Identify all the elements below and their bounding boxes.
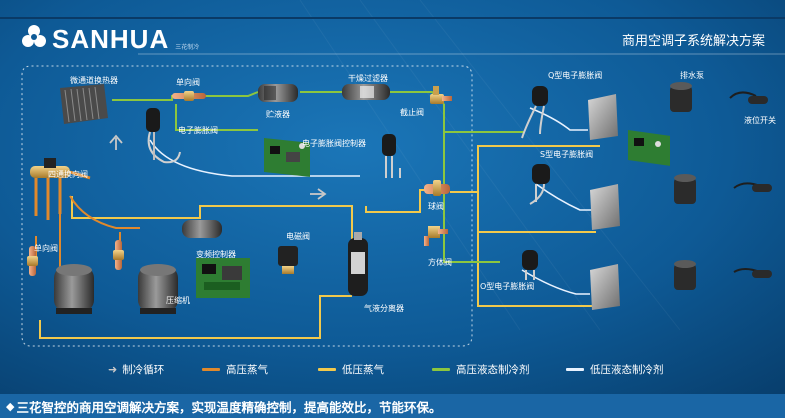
indoor-unit-1-icon — [588, 94, 618, 140]
check-valve-left-icon — [27, 246, 38, 276]
check-valve-top-icon — [172, 91, 206, 101]
footer-text: 三花智控的商用空调解决方案，实现温度精确控制，提高能效比，节能环保。 — [16, 399, 442, 415]
outdoor-unit-boundary — [21, 65, 473, 347]
logo-subtitle: 三花制冷 — [175, 44, 200, 51]
low-pressure-liquid-lines — [149, 107, 592, 295]
level-switch-icons — [748, 96, 772, 278]
electronic-expansion-valve-icon — [146, 108, 181, 164]
oil-separator-icon — [182, 220, 222, 238]
legend-item-low-pressure-liquid: 低压液态制冷剂 — [566, 362, 664, 377]
label-compressor: 压缩机 — [166, 296, 190, 305]
drain-pump-1-icon — [670, 82, 692, 112]
legend-label: 高压蒸气 — [226, 364, 268, 376]
eev-controller-board-icon — [264, 138, 310, 177]
eev-middle-icon — [382, 134, 401, 178]
logo: SANHUA 三花制冷 — [22, 24, 199, 55]
logo-text: SANHUA — [52, 24, 170, 54]
label-filter-drier: 干燥过滤器 — [348, 74, 388, 83]
legend-item-high-pressure-vapor: 高压蒸气 — [202, 362, 268, 377]
label-check-valve-left: 单向阀 — [34, 244, 58, 253]
drain-pump-3-icon — [674, 260, 696, 290]
label-ball-valve: 球阀 — [428, 202, 444, 211]
s-type-eev-icon — [529, 164, 550, 205]
legend-swatch — [566, 368, 584, 371]
label-inverter-controller: 变频控制器 — [196, 250, 236, 259]
stop-valve-icon — [430, 86, 452, 104]
legend-item-low-pressure-vapor: 低压蒸气 — [318, 362, 384, 377]
four-way-valve-icon — [30, 158, 91, 220]
solenoid-valve-icon — [266, 246, 308, 274]
indoor-unit-2-icon — [590, 184, 620, 230]
o-type-eev-icon — [522, 250, 538, 280]
indoor-unit-3-icon — [590, 264, 620, 310]
label-solenoid-valve: 电磁阀 — [286, 232, 310, 241]
legend-item-high-pressure-liquid: 高压液态制冷剂 — [432, 362, 530, 377]
micro-channel-heat-exchanger-icon — [60, 84, 108, 124]
filter-drier-icon — [342, 84, 390, 100]
label-check-valve-top: 单向阀 — [176, 78, 200, 87]
label-o-eev: O型电子膨胀阀 — [480, 282, 535, 291]
square-valve-icon — [424, 226, 448, 246]
label-s-eev: S型电子膨胀阀 — [540, 150, 594, 159]
label-q-eev: Q型电子膨胀阀 — [548, 71, 603, 80]
label-receiver: 贮液器 — [266, 110, 290, 119]
legend: ➜ 制冷循环 高压蒸气 低压蒸气 高压液态制冷剂 低压液态制冷剂 — [0, 362, 785, 382]
legend-label: 低压蒸气 — [342, 364, 384, 376]
arrow-right-icon: ➜ — [108, 363, 118, 376]
compressor-right-icon — [138, 264, 178, 314]
ball-valve-icon — [424, 180, 450, 196]
legend-swatch — [318, 368, 336, 371]
legend-label: 高压液态制冷剂 — [456, 364, 530, 376]
label-square-valve: 方体阀 — [428, 258, 452, 267]
label-micro-channel-hx: 微通道换热器 — [70, 76, 118, 85]
label-accumulator: 气液分离器 — [364, 304, 404, 313]
label-stop-valve: 截止阀 — [400, 108, 424, 117]
q-type-eev-icon — [521, 86, 548, 139]
low-pressure-vapor-lines — [39, 145, 600, 339]
label-drain-pump: 排水泵 — [680, 71, 704, 80]
check-valve-mid-icon — [113, 240, 124, 270]
footer-caption: ◆ 三花智控的商用空调解决方案，实现温度精确控制，提高能效比，节能环保。 — [0, 394, 785, 418]
inverter-controller-board-icon — [196, 258, 250, 298]
sanhua-emblem-icon — [22, 25, 46, 47]
label-eev-controller: 电子膨胀阀控制器 — [302, 139, 366, 148]
gas-liquid-separator-icon — [348, 232, 368, 296]
background-streaks — [299, 0, 681, 331]
label-level-switch: 液位开关 — [744, 116, 776, 125]
indoor-controller-board-icon — [628, 130, 670, 166]
label-four-way-valve: 四通换向阀 — [48, 170, 88, 179]
receiver-icon — [258, 84, 298, 102]
legend-swatch — [432, 368, 450, 371]
page-title: 商用空调子系统解决方案 — [621, 34, 765, 49]
legend-swatch — [202, 368, 220, 371]
legend-item-refrigeration-cycle: ➜ 制冷循环 — [108, 362, 164, 377]
compressor-left-icon — [54, 264, 94, 314]
diamond-bullet-icon: ◆ — [6, 399, 15, 413]
legend-label: 制冷循环 — [122, 364, 165, 376]
legend-label: 低压液态制冷剂 — [590, 364, 664, 376]
label-eev: 电子膨胀阀 — [178, 126, 218, 135]
drain-pump-2-icon — [674, 174, 696, 204]
